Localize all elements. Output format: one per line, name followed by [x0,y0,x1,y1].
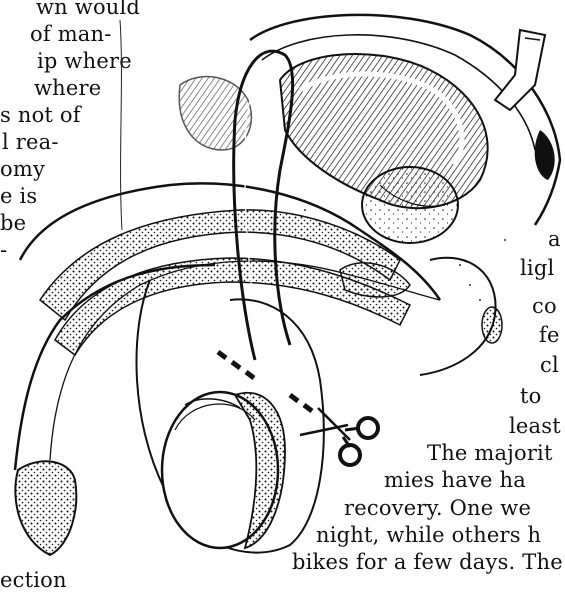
glans [15,461,76,555]
divider-line [120,20,122,230]
scissors-icon [300,408,378,465]
